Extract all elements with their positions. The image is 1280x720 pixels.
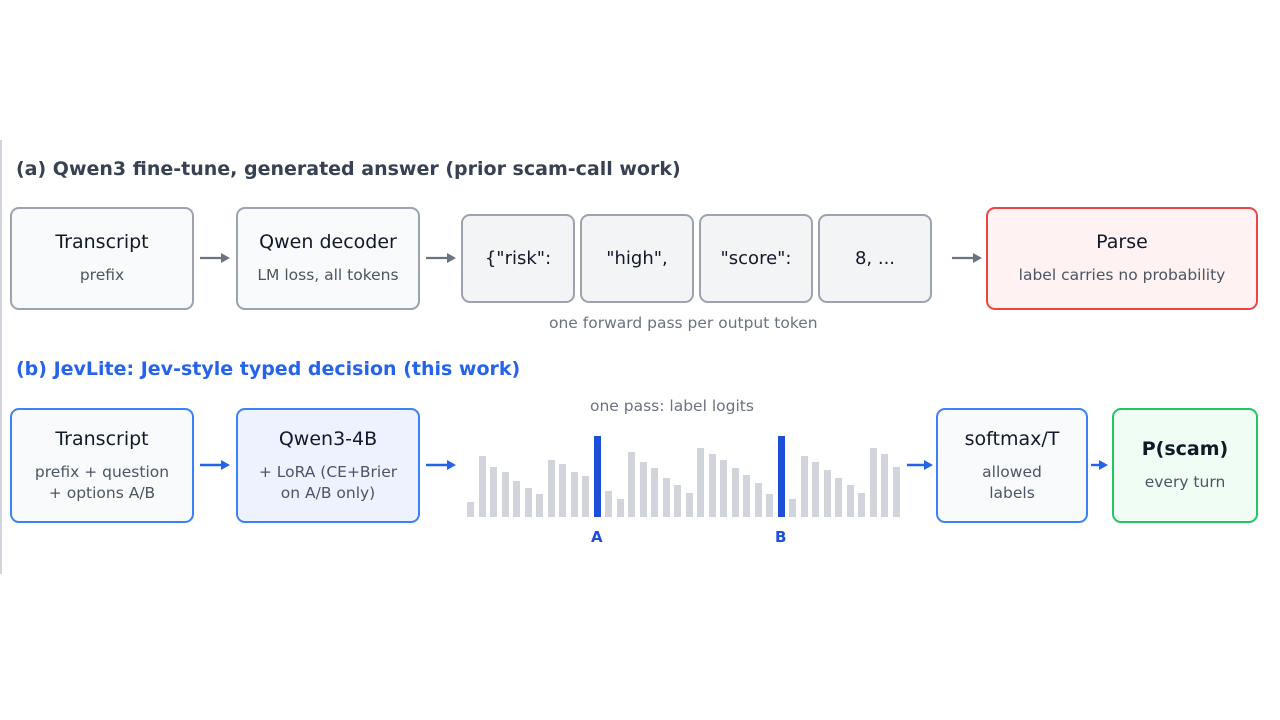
logit-bar [513,481,520,517]
logit-bar [755,483,762,517]
logit-bar [548,460,555,517]
logit-label-a: A [591,528,603,546]
softmax-sub2: labels [989,483,1035,502]
logit-bar [467,502,474,517]
qwen3-4b-sub2: on A/B only) [280,483,376,502]
arrow-a1 [200,253,230,263]
arrow-b2 [426,460,456,470]
logits-caption: one pass: label logits [590,397,754,415]
arrow-b4 [1091,460,1108,470]
softmax-box: softmax/T allowed labels [936,408,1088,523]
logit-bar [605,491,612,517]
arrow-a3 [952,253,982,263]
qwen3-4b-sub1: + LoRA (CE+Brier [258,462,398,481]
logit-bar [720,460,727,517]
figure-frame [0,140,1280,574]
transcript-box-a-sub: prefix [79,266,125,284]
logit-bar [617,499,624,517]
arrow-b1 [200,460,230,470]
p-scam-sub: every turn [1144,473,1226,491]
logit-bar [709,454,716,517]
parse-title: Parse [1096,231,1148,253]
logit-bar [582,476,589,517]
transcript-box-b: Transcript prefix + question + options A… [10,408,194,523]
logit-bar [559,464,566,517]
logit-bar [502,472,509,517]
transcript-box-b-sub1: prefix + question [34,462,170,481]
parse-sub: label carries no probability [1018,266,1226,284]
logit-bar [525,488,532,517]
logit-bar [651,468,658,517]
logit-bar [490,467,497,517]
token-box-4: 8, ... [818,214,932,303]
softmax-sub1: allowed [982,462,1042,481]
logit-bar [789,499,796,517]
logit-bar [847,485,854,517]
qwen-decoder-sub: LM loss, all tokens [257,266,399,284]
logit-bar [571,472,578,517]
logit-bar [858,493,865,517]
transcript-box-b-title: Transcript [55,427,149,450]
logit-bar-highlight [594,436,601,517]
logit-bar [628,452,635,517]
logit-bar [743,475,750,517]
arrow-b3 [907,460,933,470]
logit-bar [893,467,900,517]
logit-bar [663,478,670,517]
transcript-box-b-sub2: + options A/B [48,483,156,502]
logit-bar [640,462,647,517]
token-box-1: {"risk": [461,214,575,303]
logit-bar [732,468,739,517]
logit-bar-highlight [778,436,785,517]
transcript-box-a: Transcript prefix [10,207,194,310]
softmax-title: softmax/T [964,427,1060,450]
token-box-2: "high", [580,214,694,303]
logit-bar [824,470,831,517]
logit-bar [812,462,819,517]
qwen-decoder-box: Qwen decoder LM loss, all tokens [236,207,420,310]
parse-box: Parse label carries no probability [986,207,1258,310]
section-a-title: (a) Qwen3 fine-tune, generated answer (p… [16,158,681,180]
token-caption: one forward pass per output token [549,314,818,332]
logit-bar [536,494,543,517]
logit-bar [674,485,681,517]
p-scam-title: P(scam) [1141,438,1229,460]
transcript-box-a-title: Transcript [55,231,149,253]
logit-bar [835,478,842,517]
logit-bar [686,493,693,517]
qwen3-4b-box: Qwen3-4B + LoRA (CE+Brier on A/B only) [236,408,420,523]
qwen-decoder-title: Qwen decoder [259,231,397,253]
arrow-a2 [426,253,456,263]
logit-bar [479,456,486,517]
logit-bar [881,454,888,517]
logit-bar [870,448,877,517]
logit-bar [801,456,808,517]
logit-bar [697,448,704,517]
p-scam-box: P(scam) every turn [1112,408,1258,523]
section-b-title: (b) JevLite: Jev-style typed decision (t… [16,358,521,380]
logit-label-b: B [775,528,787,546]
token-box-3: "score": [699,214,813,303]
logit-bar [766,494,773,517]
qwen3-4b-title: Qwen3-4B [278,427,378,450]
